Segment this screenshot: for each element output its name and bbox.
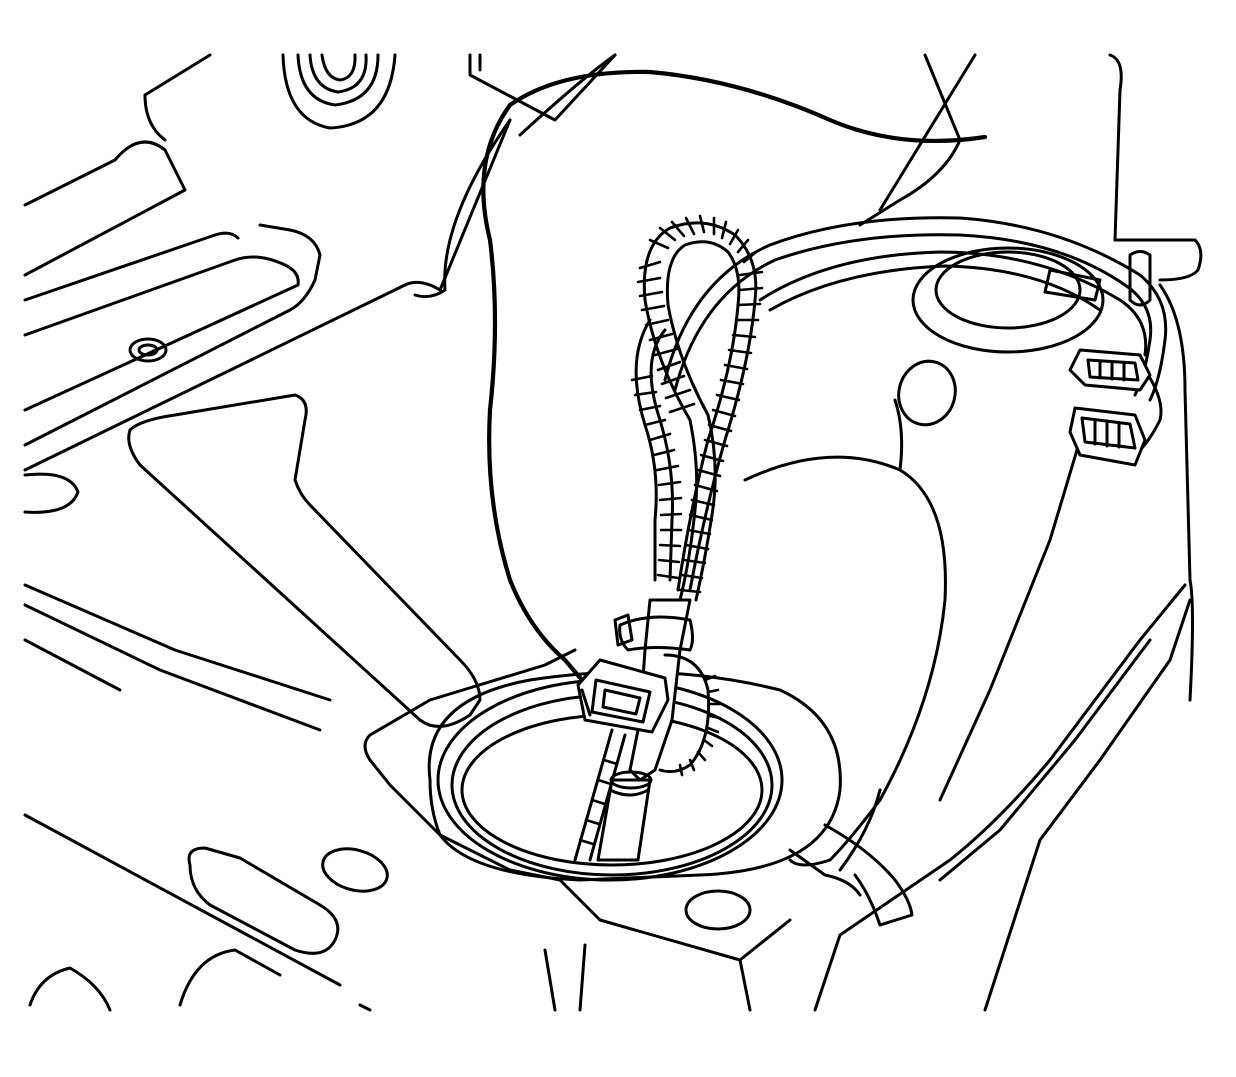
- conduit-outline: [694, 413, 717, 602]
- mounting-flange: [427, 670, 842, 882]
- tank-edge: [838, 788, 882, 872]
- connector-face: [1080, 416, 1137, 450]
- vapor-pipe: [1113, 238, 1203, 282]
- tank-edge: [983, 598, 1192, 1012]
- tank-vent-ring: [934, 250, 1082, 330]
- panel-line: [23, 255, 300, 412]
- harness-cable: [758, 250, 1148, 357]
- tank-edge: [1158, 283, 1194, 702]
- panel-line: [143, 93, 167, 142]
- panel-line: [23, 118, 512, 472]
- panel-line: [878, 53, 977, 212]
- panel-line: [23, 231, 240, 302]
- tank-saddle: [743, 455, 947, 862]
- panel-line: [178, 948, 282, 1007]
- floor-pan: [23, 53, 977, 1012]
- fuel-sender: [658, 653, 711, 774]
- tank-edge: [813, 583, 1187, 1012]
- oval-hole: [321, 847, 389, 893]
- oval-hole: [23, 472, 80, 514]
- electrical-connector: [1068, 348, 1152, 392]
- harness-cable: [663, 216, 1168, 402]
- tank-hole: [897, 359, 957, 427]
- harness-cable: [768, 264, 1102, 312]
- panel-line: [23, 223, 322, 447]
- fuel-return-pipe: [596, 778, 652, 862]
- harness-cable: [673, 233, 1153, 397]
- panel-line: [738, 958, 752, 1012]
- tank-strap: [823, 823, 914, 927]
- tank-strap: [788, 848, 862, 897]
- panel-line: [28, 966, 112, 1012]
- panel-line: [543, 948, 557, 1012]
- mount-ring: [296, 53, 380, 107]
- fuel-tank: [743, 53, 1203, 1012]
- connector-latch: [580, 688, 592, 717]
- panel-line: [413, 118, 512, 299]
- mount-ring: [308, 53, 368, 94]
- connector-face: [1086, 358, 1140, 382]
- tank-saddle: [893, 398, 904, 472]
- panel-line: [23, 638, 122, 692]
- fuel-pump-module: [573, 598, 722, 862]
- panel-line: [23, 813, 342, 987]
- wire-harness-outer: [481, 69, 988, 683]
- panel-line: [358, 1003, 372, 1012]
- connector-pins: [1093, 418, 1121, 449]
- vapor-pipe: [1128, 250, 1152, 307]
- panel-line: [558, 878, 792, 962]
- harness-cable: [1138, 368, 1163, 452]
- panel-line: [23, 583, 332, 702]
- tank-edge: [938, 638, 1152, 882]
- panel-line: [518, 53, 617, 137]
- harness-clip: [1043, 268, 1102, 302]
- grommet-hole: [137, 343, 159, 357]
- tank-edge: [1108, 53, 1123, 242]
- vent-tube: [588, 733, 627, 862]
- tank-vent-ring: [911, 246, 1105, 354]
- tank-edge: [938, 438, 1082, 802]
- grommet: [128, 337, 168, 363]
- connector-pins: [1098, 360, 1126, 382]
- panel-line: [363, 648, 577, 762]
- pipe-tab: [613, 613, 634, 647]
- oval-hole: [684, 889, 752, 931]
- panel-line: [23, 603, 322, 732]
- panel-line: [23, 140, 187, 277]
- conduit-outline: [665, 240, 741, 592]
- panel-line: [578, 943, 587, 1012]
- mount-ring: [281, 53, 397, 130]
- conduit-outline: [642, 221, 758, 592]
- panel-line: [468, 53, 617, 122]
- mount-ring: [320, 53, 357, 82]
- panel-line: [858, 53, 962, 227]
- tank-saddle: [788, 858, 832, 867]
- connector-socket: [601, 688, 642, 716]
- pipe-band: [608, 788, 650, 797]
- panel-line: [143, 53, 212, 97]
- conduit-ribs: [630, 214, 764, 594]
- slot-hole: [187, 846, 340, 955]
- corrugated-conduit: [630, 214, 764, 602]
- raised-panel: [127, 393, 482, 728]
- vent-tube: [573, 728, 614, 862]
- tank-harness: [663, 216, 1168, 467]
- connector-face: [590, 678, 652, 724]
